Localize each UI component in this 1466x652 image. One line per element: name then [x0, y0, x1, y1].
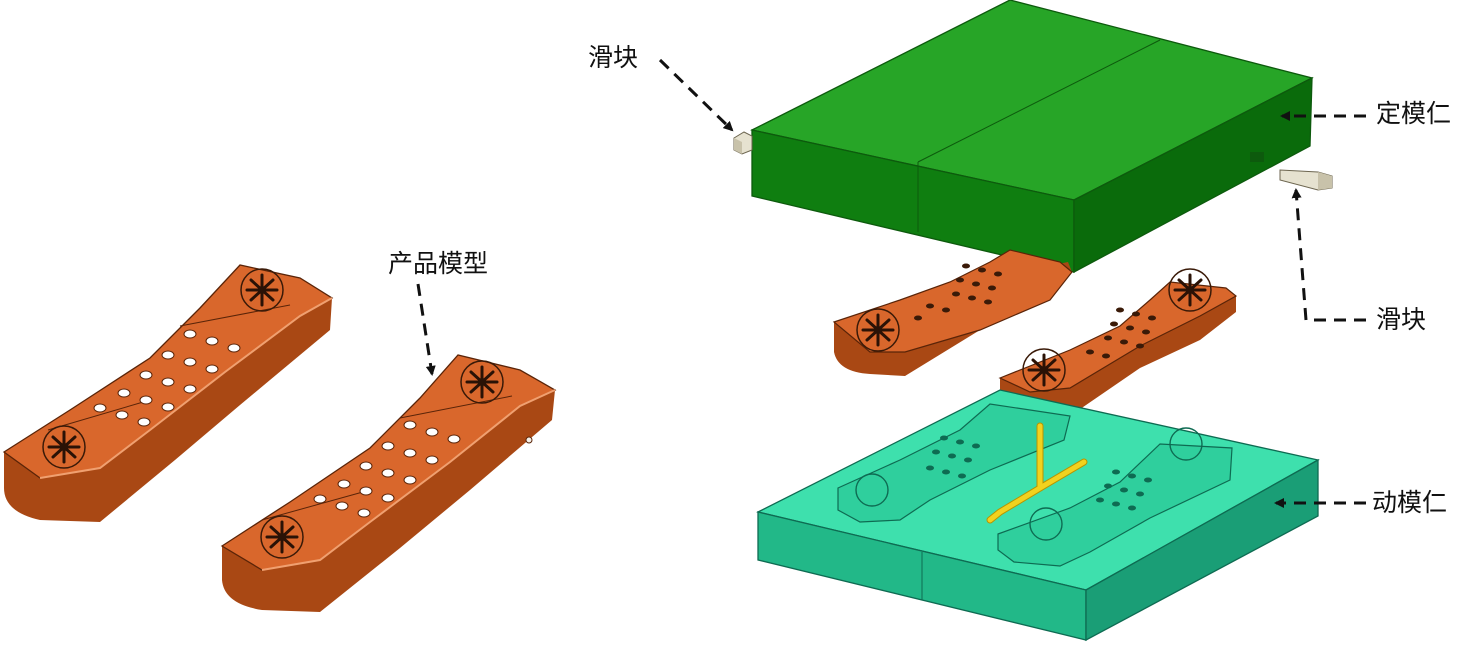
moving-cavity-block	[756, 389, 1320, 642]
label-slider-right: 滑块	[1376, 305, 1427, 334]
button-holes-left	[93, 329, 241, 427]
arrow-slider-left	[658, 58, 734, 132]
exploded-product-right	[998, 267, 1238, 416]
product-model-right	[220, 354, 557, 612]
product-model-left	[2, 264, 334, 522]
leader-arrows	[416, 58, 1366, 508]
label-fixed-cavity: 定模仁	[1376, 99, 1452, 128]
exploded-product-left	[832, 249, 1073, 376]
label-moving-cavity: 动模仁	[1372, 488, 1448, 517]
label-product-model: 产品模型	[388, 249, 489, 278]
label-slider-left: 滑块	[588, 43, 639, 72]
slider-right-part	[1279, 169, 1333, 191]
arrow-product-model	[416, 283, 436, 376]
runner-system	[986, 422, 1088, 524]
arrow-slider-right	[1291, 188, 1366, 322]
button-holes-right	[313, 420, 461, 518]
slider-left-part	[733, 131, 753, 155]
fixed-cavity-block	[750, 0, 1314, 274]
